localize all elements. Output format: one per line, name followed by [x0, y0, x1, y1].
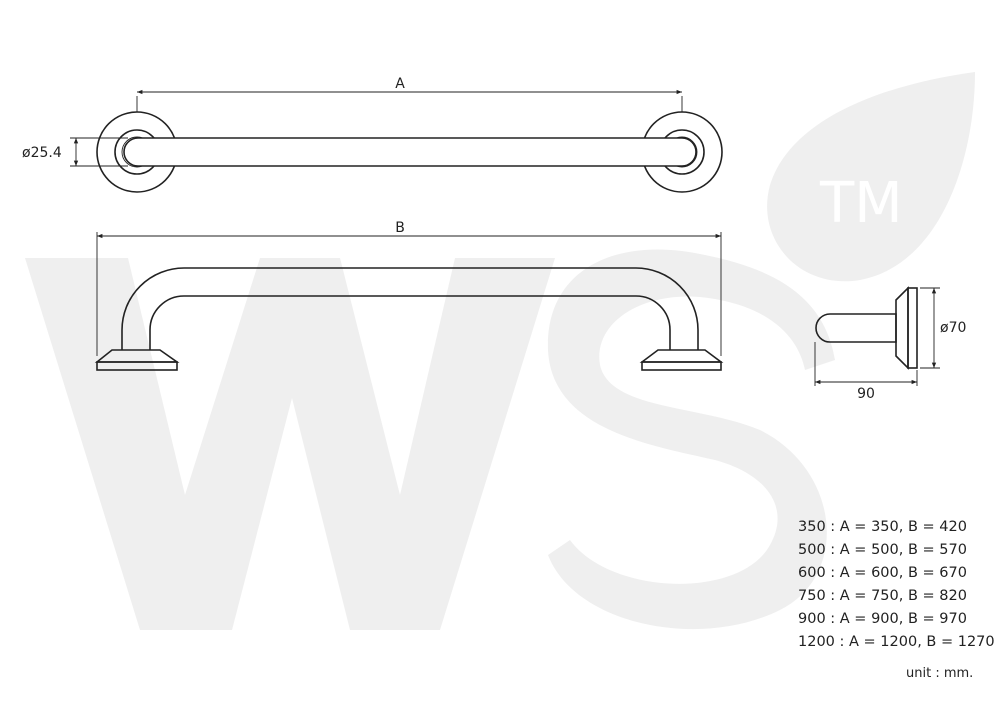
projection-label: 90: [857, 386, 875, 402]
side-view: ø70 90: [814, 286, 966, 402]
watermark-logo: TM: [25, 72, 975, 630]
spec-row: 750 : A = 750, B = 820: [798, 588, 967, 604]
watermark-letter-s: [547, 249, 835, 630]
spec-row: 350 : A = 350, B = 420: [798, 519, 967, 535]
front-view: B: [94, 220, 724, 371]
spec-row: 500 : A = 500, B = 570: [798, 542, 967, 558]
spec-row: 1200 : A = 1200, B = 1270: [798, 634, 995, 650]
unit-note: unit : mm.: [906, 666, 974, 681]
size-spec-list: 350 : A = 350, B = 420 500 : A = 500, B …: [798, 516, 995, 654]
tube-diameter-label: ø25.4: [22, 145, 62, 161]
spec-row: 900 : A = 900, B = 970: [798, 611, 967, 627]
dimension-a-label: A: [395, 76, 405, 92]
watermark-leaf: [767, 72, 975, 282]
watermark-trademark: TM: [819, 171, 903, 236]
watermark-letter-w: [25, 258, 555, 630]
dimension-b-label: B: [395, 220, 405, 236]
flange-diameter-label: ø70: [940, 320, 966, 336]
top-view: A ø25.4: [22, 76, 723, 193]
spec-row: 600 : A = 600, B = 670: [798, 565, 967, 581]
